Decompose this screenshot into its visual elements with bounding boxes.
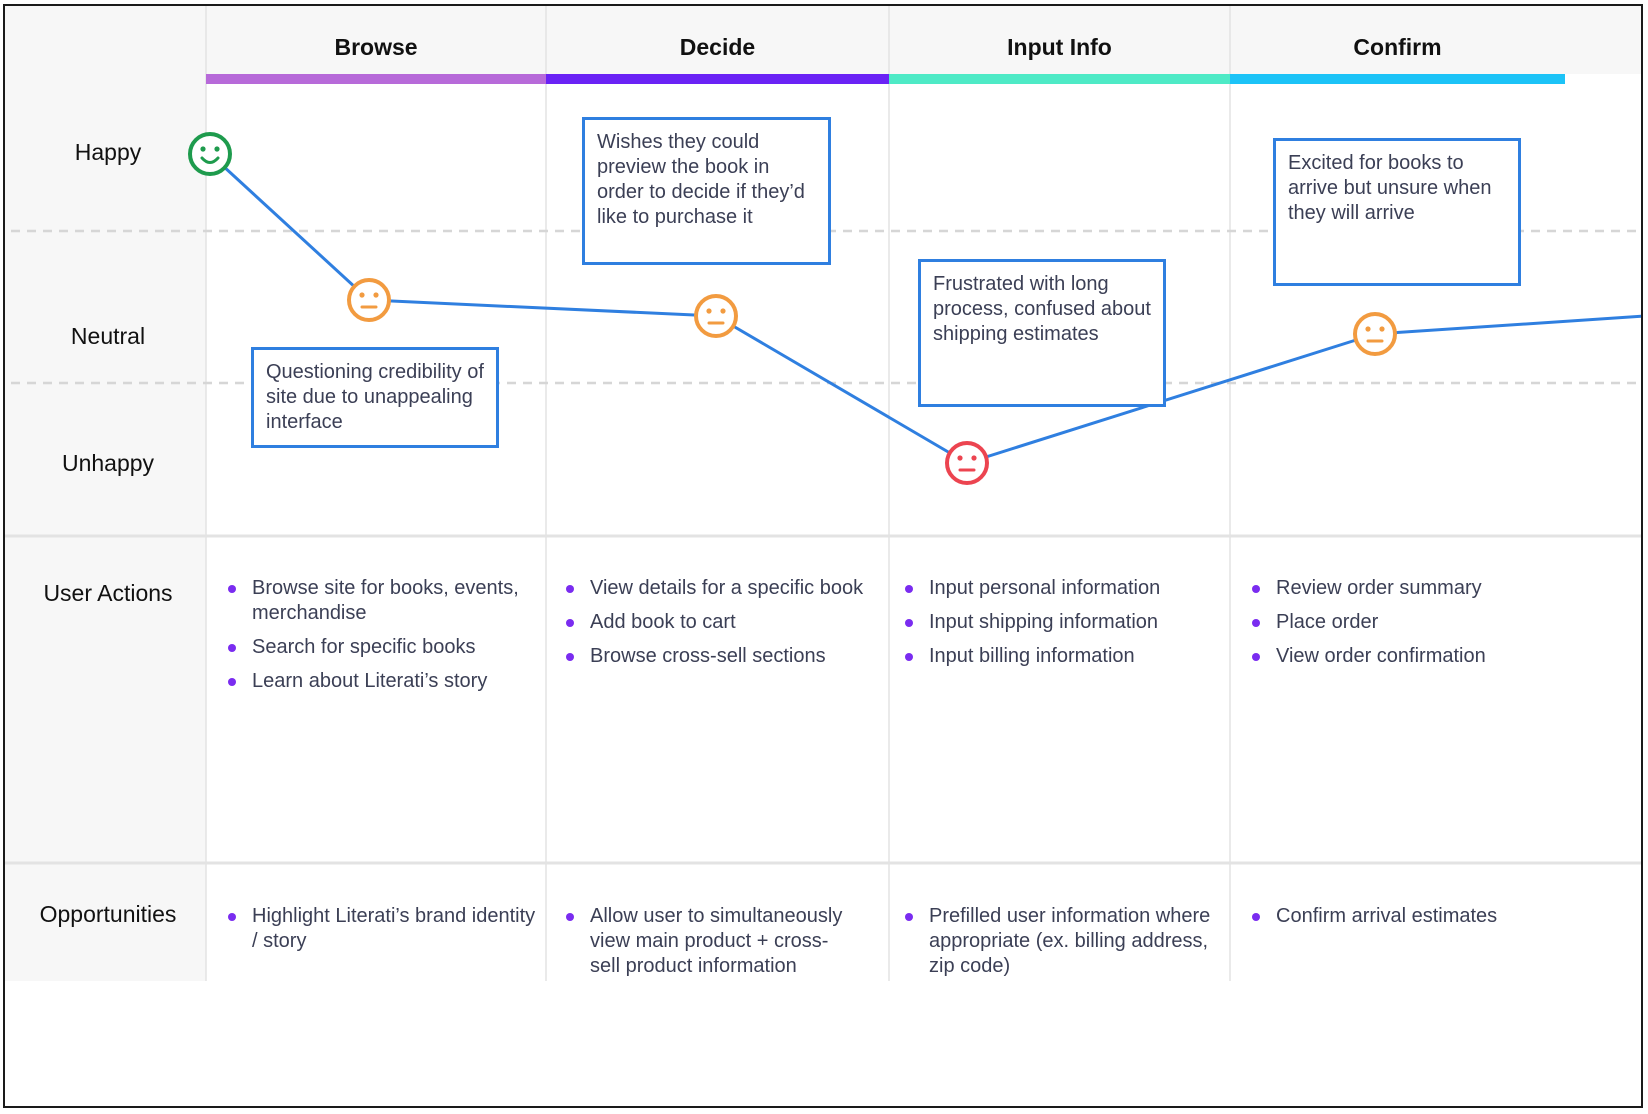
stage-header-input-info: Input Info	[1007, 34, 1112, 60]
bullet-dot	[1252, 619, 1260, 627]
list-item: Browse cross-sell sections	[558, 644, 878, 669]
list-item: Review order summary	[1244, 576, 1564, 601]
label-column-bg	[5, 6, 206, 981]
list-item-text: View details for a specific book	[590, 577, 864, 599]
face-eye	[1379, 326, 1385, 332]
list-item: Highlight Literati’s brand identity / st…	[220, 904, 540, 954]
journey-line-segment	[715, 314, 968, 465]
emotion-label-happy: Happy	[74, 139, 142, 165]
list-item-text: Highlight Literati’s brand identity / st…	[252, 905, 536, 952]
face-eye	[1365, 326, 1371, 332]
list-item: Confirm arrival estimates	[1244, 904, 1564, 929]
bullet-dot	[228, 678, 236, 686]
stage-bar-decide	[546, 74, 889, 84]
bullet-dot	[566, 913, 574, 921]
bullet-dot	[905, 653, 913, 661]
opportunities-decide: Allow user to simultaneously view main p…	[558, 904, 858, 988]
journey-line-segment	[208, 152, 371, 302]
list-item-text: Input personal information	[929, 577, 1161, 599]
list-item: Allow user to simultaneously view main p…	[558, 904, 858, 979]
user-actions-confirm: Review order summary Place order View or…	[1244, 576, 1564, 678]
face-mouth	[200, 156, 220, 164]
bullet-dot	[566, 585, 574, 593]
list-item-text: Browse cross-sell sections	[590, 645, 826, 667]
annotation-decide: Wishes they could preview the book in or…	[582, 117, 831, 265]
neutral-face-icon	[694, 294, 738, 338]
list-item: Search for specific books	[220, 635, 540, 660]
list-item: View details for a specific book	[558, 576, 878, 601]
neutral-face-icon	[1353, 312, 1397, 356]
journey-line-segment	[1374, 314, 1641, 336]
unhappy-face-icon	[945, 441, 989, 485]
opportunities-confirm: Confirm arrival estimates	[1244, 904, 1564, 938]
face-eye	[359, 292, 365, 298]
list-item-text: Input billing information	[929, 645, 1135, 667]
list-item: Input billing information	[897, 644, 1217, 669]
stage-bar-browse	[206, 74, 546, 84]
bullet-dot	[1252, 585, 1260, 593]
list-item-text: Review order summary	[1276, 577, 1482, 599]
bullet-dot	[228, 644, 236, 652]
annotation-browse: Questioning credibility of site due to u…	[251, 347, 499, 448]
list-item-text: Confirm arrival estimates	[1276, 905, 1498, 927]
annotation-confirm: Excited for books to arrive but unsure w…	[1273, 138, 1521, 286]
bullet-dot	[905, 619, 913, 627]
list-item-text: Learn about Literati’s story	[252, 670, 488, 692]
list-item-text: Input shipping information	[929, 611, 1159, 633]
user-actions-input-info: Input personal information Input shippin…	[897, 576, 1217, 678]
face-eye	[373, 292, 379, 298]
face-eye	[214, 146, 220, 152]
journey-line-segment	[368, 298, 717, 318]
list-item: View order confirmation	[1244, 644, 1564, 669]
list-item: Input personal information	[897, 576, 1217, 601]
annotation-input-info: Frustrated with long process, confused a…	[918, 259, 1166, 407]
header-bg	[206, 6, 1641, 74]
list-item: Add book to cart	[558, 610, 878, 635]
face-eye	[706, 308, 712, 314]
bullet-dot	[228, 585, 236, 593]
bullet-dot	[905, 913, 913, 921]
row-label-user-actions: User Actions	[43, 580, 173, 606]
stage-bar-confirm	[1230, 74, 1565, 84]
neutral-face-icon	[347, 278, 391, 322]
stage-header-browse: Browse	[334, 34, 418, 60]
user-actions-browse: Browse site for books, events, merchandi…	[220, 576, 540, 703]
list-item-text: View order confirmation	[1276, 645, 1486, 667]
list-item-text: Place order	[1276, 611, 1379, 633]
list-item-text: Prefilled user information where appropr…	[929, 905, 1211, 977]
opportunities-input-info: Prefilled user information where appropr…	[897, 904, 1217, 988]
bullet-dot	[905, 585, 913, 593]
journey-map: Browse Decide Input Info Confirm Happy N…	[3, 4, 1643, 1108]
bullet-dot	[566, 619, 574, 627]
list-item-text: Search for specific books	[252, 636, 476, 658]
face-eye	[957, 455, 963, 461]
stage-header-confirm: Confirm	[1353, 34, 1442, 60]
emotion-label-unhappy: Unhappy	[61, 450, 155, 476]
face-eye	[720, 308, 726, 314]
list-item: Browse site for books, events, merchandi…	[220, 576, 540, 626]
list-item: Place order	[1244, 610, 1564, 635]
happy-face-icon	[188, 132, 232, 176]
face-eye	[200, 146, 206, 152]
bullet-dot	[1252, 653, 1260, 661]
user-actions-decide: View details for a specific book Add boo…	[558, 576, 878, 678]
bullet-dot	[228, 913, 236, 921]
emotion-label-neutral: Neutral	[70, 323, 146, 349]
stage-bar-input-info	[889, 74, 1230, 84]
list-item-text: Allow user to simultaneously view main p…	[590, 905, 843, 977]
list-item: Learn about Literati’s story	[220, 669, 540, 694]
list-item: Input shipping information	[897, 610, 1217, 635]
stage-header-decide: Decide	[679, 34, 756, 60]
row-label-opportunities: Opportunities	[39, 901, 177, 927]
list-item-text: Add book to cart	[590, 611, 736, 633]
face-eye	[971, 455, 977, 461]
opportunities-browse: Highlight Literati’s brand identity / st…	[220, 904, 540, 963]
journey-line-segment	[966, 332, 1376, 465]
bullet-dot	[566, 653, 574, 661]
list-item-text: Browse site for books, events, merchandi…	[252, 577, 519, 624]
list-item: Prefilled user information where appropr…	[897, 904, 1217, 979]
bullet-dot	[1252, 913, 1260, 921]
